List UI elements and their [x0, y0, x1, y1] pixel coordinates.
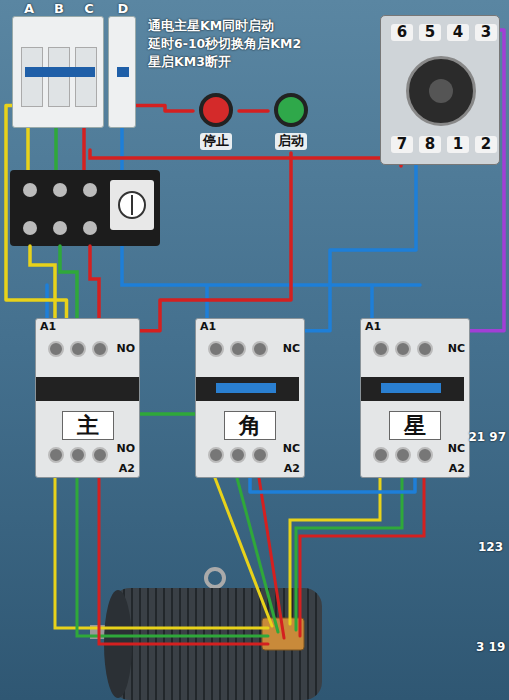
delta-contactor: A1NC 角 NC A2 — [195, 318, 305, 478]
coil-terminal: A1 — [40, 321, 56, 334]
breaker-toggle — [25, 67, 95, 77]
terminal-screw — [395, 341, 411, 357]
phase-label: A — [19, 2, 39, 17]
terminal-screw — [230, 447, 246, 463]
time-relay: 6543 7812 — [380, 15, 500, 165]
terminal-screw — [252, 341, 268, 357]
note-text: 延时6-10秒切换角启KM2 — [148, 36, 301, 53]
breaker-pole — [48, 47, 70, 107]
like-count: 21 97 — [468, 430, 506, 444]
control-wire — [250, 478, 415, 492]
aux-contact: NO — [116, 343, 135, 356]
terminal-screw — [48, 341, 64, 357]
coil-terminal: A2 — [119, 463, 135, 476]
terminal-screw — [70, 341, 86, 357]
breaker-toggle — [117, 67, 129, 77]
star-contactor: A1NC 星 NC A2 — [360, 318, 470, 478]
pin-number: 8 — [419, 136, 441, 153]
overload-relay — [10, 170, 160, 246]
note-text: 星启KM3断开 — [148, 54, 231, 71]
pin-number: 2 — [475, 136, 497, 153]
contactor-name: 主 — [62, 411, 114, 440]
button-label: 启动 — [275, 133, 307, 150]
terminal-screw — [373, 341, 389, 357]
terminal-screw — [48, 447, 64, 463]
contactor-band — [36, 377, 139, 401]
aux-contact: NO — [116, 443, 135, 456]
pin-number: 6 — [391, 24, 413, 41]
pin-number: 5 — [419, 24, 441, 41]
aux-contact: NC — [448, 443, 465, 456]
terminal-screw — [417, 341, 433, 357]
pin-number: 1 — [447, 136, 469, 153]
contactor-name: 角 — [224, 411, 276, 440]
socket-key — [429, 79, 453, 103]
circuit-breaker: ABC — [12, 16, 104, 128]
button-label: 停止 — [200, 133, 232, 150]
terminal-screw — [208, 341, 224, 357]
control-wire — [140, 153, 291, 331]
button-cap — [199, 93, 233, 127]
terminal-screw — [417, 447, 433, 463]
aux-contact: NC — [448, 343, 465, 356]
circuit-breaker: D — [108, 16, 136, 128]
phase-label: D — [113, 2, 133, 17]
main-contactor: A1NO主NOA2 — [35, 318, 140, 478]
supply-wires — [28, 128, 420, 318]
phase-label: B — [49, 2, 69, 17]
terminal-screw — [252, 447, 268, 463]
control-wire — [136, 106, 193, 111]
note-text: 通电主星KM同时启动 — [148, 18, 274, 35]
contactor-name: 星 — [389, 411, 441, 440]
terminal-screw — [92, 341, 108, 357]
terminal-screw — [208, 447, 224, 463]
control-wire — [140, 412, 195, 416]
aux-contact: NC — [283, 343, 300, 356]
pin-number: 3 — [475, 24, 497, 41]
coil-terminal: A2 — [284, 463, 300, 476]
button-cap — [274, 93, 308, 127]
control-wire — [305, 165, 416, 331]
start-button: 启动 — [268, 93, 314, 153]
pin-number: 7 — [391, 136, 413, 153]
pin-number: 4 — [447, 24, 469, 41]
share-count: 3 19 — [476, 640, 505, 654]
coil-terminal: A1 — [200, 321, 216, 334]
stop-button: 停止 — [193, 93, 239, 153]
terminal-screw — [92, 447, 108, 463]
terminal-screw — [70, 447, 86, 463]
main-wires — [30, 246, 99, 318]
coil-terminal: A2 — [449, 463, 465, 476]
aux-slider — [216, 383, 276, 393]
terminal-screw — [373, 447, 389, 463]
phase-label: C — [79, 2, 99, 17]
aux-contact: NC — [283, 443, 300, 456]
breaker-pole — [21, 47, 43, 107]
coil-terminal: A1 — [365, 321, 381, 334]
comment-count: 123 — [478, 540, 503, 554]
terminal-screw — [230, 341, 246, 357]
terminal-screw — [395, 447, 411, 463]
control-wire — [6, 106, 67, 318]
motor-wires — [55, 478, 424, 644]
breaker-pole — [75, 47, 97, 107]
aux-slider — [381, 383, 441, 393]
control-wire — [239, 109, 268, 113]
